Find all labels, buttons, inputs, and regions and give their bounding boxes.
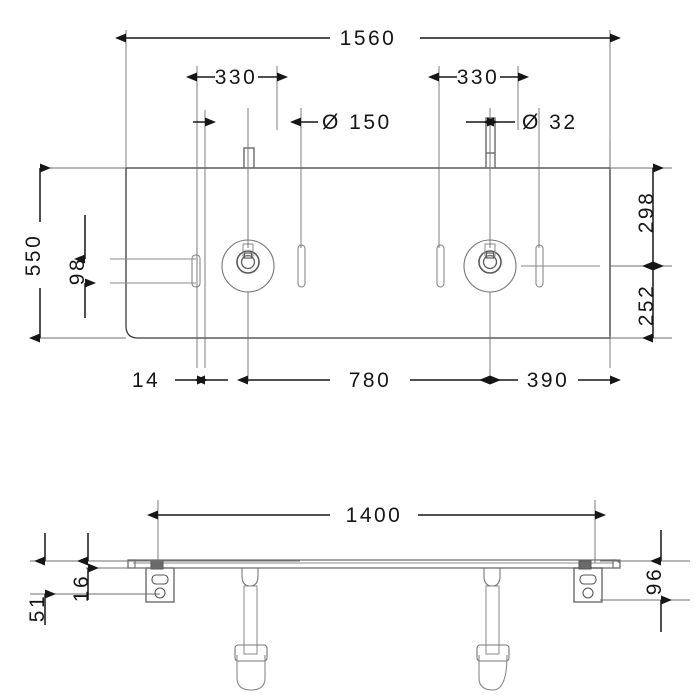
front-view-dimensions: 1400 51 16 96	[26, 504, 672, 632]
bracket-right-tab	[578, 560, 592, 570]
overflow-slot-left	[297, 244, 306, 288]
dim-label-98: 98	[66, 257, 89, 285]
trap-right-bend	[483, 568, 501, 587]
trap-right-pipe	[485, 585, 500, 655]
basin-outline	[125, 167, 611, 339]
dim-label-51: 51	[26, 594, 49, 622]
bracket-left-hole	[154, 587, 166, 599]
bracket-right-slot	[579, 574, 597, 585]
bracket-right-hole	[582, 587, 594, 599]
bracket-right-body	[573, 567, 603, 603]
top-fitting-right	[485, 117, 496, 169]
dim-label-1400: 1400	[346, 504, 403, 527]
trap-right-collar	[476, 644, 510, 662]
dim-label-96: 96	[643, 567, 666, 595]
drain-trap-left	[234, 568, 268, 691]
bracket-right	[573, 560, 603, 603]
dim-label-330-left: 330	[215, 66, 258, 89]
bracket-left-slot	[151, 574, 169, 585]
drain-trap-right	[476, 568, 510, 691]
front-view-geometry	[30, 500, 690, 691]
dim-label-550: 550	[22, 234, 45, 277]
trap-left-bend	[241, 568, 259, 587]
dim-label-330-right: 330	[457, 66, 500, 89]
dim-label-780: 780	[349, 369, 392, 392]
top-view-dimensions: 1560 330 330 Ø 150 Ø 32 550 98	[22, 27, 664, 392]
projection-lines	[40, 30, 672, 382]
top-view-geometry	[40, 30, 672, 382]
trap-left-collar	[234, 644, 268, 662]
dim-label-dia-32: Ø 32	[522, 111, 578, 134]
dim-label-1560: 1560	[340, 27, 397, 50]
dim-label-dia-150: Ø 150	[322, 111, 392, 134]
top-fitting-left	[243, 147, 255, 169]
faucet-left-lever	[243, 252, 253, 259]
dim-label-298: 298	[635, 191, 658, 234]
overflow-slot-mid	[436, 244, 445, 288]
dim-label-16: 16	[70, 574, 93, 602]
faucet-right-ring-outer	[478, 250, 502, 274]
faucet-right-lever	[485, 252, 495, 259]
dim-label-252: 252	[635, 284, 658, 327]
bracket-left	[145, 560, 175, 603]
slot-left-outer	[191, 254, 201, 288]
shelf-edges	[110, 258, 196, 284]
faucet-left-ring-outer	[236, 250, 260, 274]
trap-left-bottle	[236, 655, 266, 691]
slab-end-right	[612, 559, 621, 569]
dim-label-14: 14	[132, 369, 160, 392]
bracket-left-body	[145, 567, 175, 603]
trap-right-bottle	[478, 654, 508, 691]
dim-label-390: 390	[527, 369, 570, 392]
trap-left-pipe	[243, 585, 258, 655]
